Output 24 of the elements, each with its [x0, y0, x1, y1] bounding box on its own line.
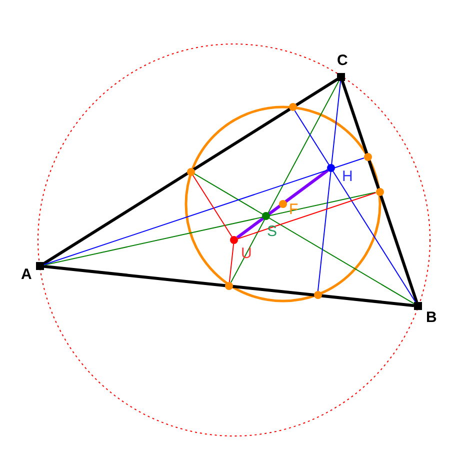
euler-line [236, 169, 329, 239]
triangle-side [340, 80, 418, 303]
triangle-side [44, 264, 414, 308]
altitude-line [317, 80, 342, 292]
point-marker [288, 103, 297, 112]
point-label: S [267, 223, 278, 240]
altitude-line [294, 110, 416, 304]
point-label: B [426, 309, 437, 326]
perpendicular-bisector [228, 243, 234, 283]
point-marker [225, 282, 233, 290]
median-line [43, 192, 376, 266]
point-label: H [342, 168, 353, 185]
altitude-line [43, 157, 364, 266]
median-line [193, 173, 416, 304]
perpendicular-bisector [192, 174, 232, 238]
point-marker [364, 152, 372, 161]
point-label: A [21, 266, 32, 283]
point-label: C [337, 52, 348, 69]
point-marker [186, 168, 194, 176]
point-marker [314, 291, 322, 300]
triangle-side [42, 78, 338, 266]
median-line [230, 80, 340, 283]
point-marker [376, 188, 384, 196]
perpendicular-bisector [237, 192, 376, 240]
